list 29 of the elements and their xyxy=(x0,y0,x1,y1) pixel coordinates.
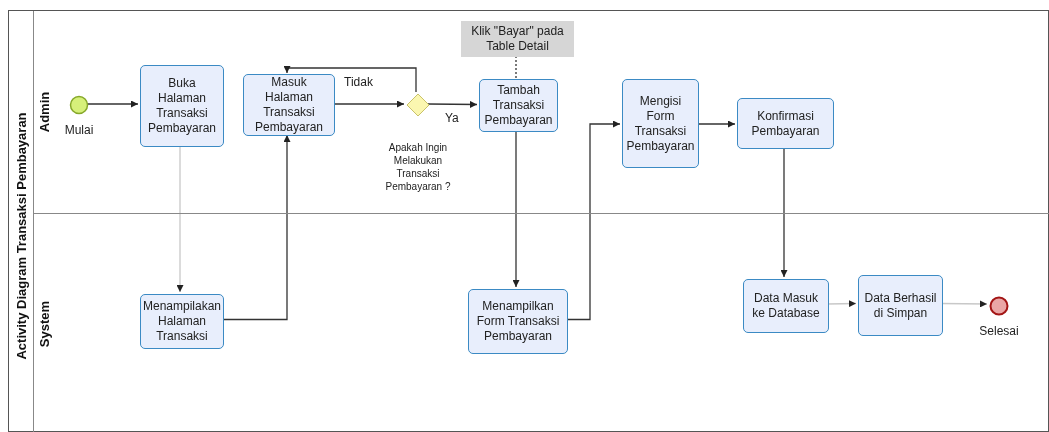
swimlane-pool xyxy=(8,10,1049,432)
edge-label: Ya xyxy=(444,111,460,125)
lane-title: System xyxy=(36,300,52,348)
decision-question: Apakah Ingin Melakukan Transaksi Pembayaran ? xyxy=(384,141,452,193)
annotation-box: Klik "Bayar" pada Table Detail xyxy=(461,21,574,57)
start-event-circle xyxy=(69,95,89,115)
activity-box: Konfirmasi Pembayaran xyxy=(737,98,834,149)
arrow xyxy=(512,130,520,288)
end-event-circle xyxy=(989,296,1009,316)
activity-box: Mengisi Form Transaksi Pembayaran xyxy=(622,79,699,168)
activity-box: Menampilkan Form Transaksi Pembayaran xyxy=(468,289,568,354)
pool-title: Activity Diagram Transaksi Pembayaran xyxy=(13,112,29,360)
activity-box: Data Masuk ke Database xyxy=(743,279,829,333)
lane-title: Admin xyxy=(36,91,52,133)
decision-diamond xyxy=(406,93,430,117)
arrow xyxy=(86,100,139,108)
event-label: Selesai xyxy=(978,324,1020,338)
activity-box: Tambah Transaksi Pembayaran xyxy=(479,79,558,132)
activity-box: Masuk Halaman Transaksi Pembayaran xyxy=(243,74,335,136)
arrow xyxy=(780,147,788,278)
arrow xyxy=(427,100,478,108)
activity-box: Menampilakan Halaman Transaksi xyxy=(140,294,224,349)
edge-label: Tidak xyxy=(343,75,374,89)
arrow xyxy=(283,66,417,93)
activity-box: Data Berhasil di Simpan xyxy=(858,275,943,336)
event-label: Mulai xyxy=(63,123,95,137)
swimlane-lane xyxy=(33,213,1049,432)
arrow xyxy=(176,145,184,293)
activity-box: Buka Halaman Transaksi Pembayaran xyxy=(140,65,224,147)
